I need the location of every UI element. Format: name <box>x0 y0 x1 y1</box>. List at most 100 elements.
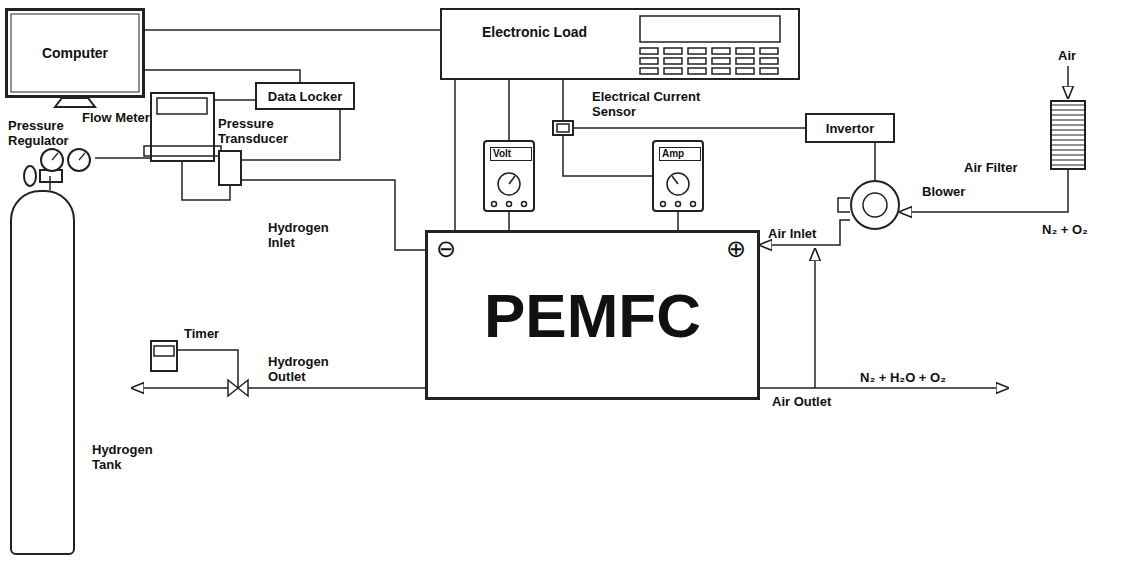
node-label: Amp <box>659 147 701 161</box>
drawing-part <box>154 346 174 356</box>
drawing-part <box>157 98 207 114</box>
drawing-part <box>498 173 520 195</box>
mesh-line <box>1052 135 1084 136</box>
mesh-line <box>1052 155 1084 156</box>
node-label: Pressure Regulator <box>8 118 78 148</box>
drawing-part <box>492 202 497 207</box>
data-logger-box: Data Locker <box>255 82 355 110</box>
invertor-box: Invertor <box>805 113 895 143</box>
mesh-line <box>1052 130 1084 131</box>
pressure-regulator: Pressure Regulator <box>35 148 95 176</box>
drawing-part <box>24 166 36 186</box>
fuel-cell-stack: PEMFC <box>425 230 760 400</box>
text-label: N₂ + H₂O + O₂ <box>860 370 946 385</box>
drawing-part <box>640 16 780 42</box>
drawing-part <box>1067 66 1069 98</box>
mesh-line <box>1052 165 1084 166</box>
drawing-part <box>557 124 569 132</box>
mesh-line <box>1052 115 1084 116</box>
filter-mesh <box>1052 105 1084 165</box>
text-label: Air <box>1058 48 1076 63</box>
mesh-line <box>1052 125 1084 126</box>
drawing-part <box>248 387 425 389</box>
node-label: Air Filter <box>964 160 1044 175</box>
node-label: Electronic Load <box>482 24 587 40</box>
text-label: Hydrogen Inlet <box>268 220 338 250</box>
key <box>736 58 754 64</box>
connector <box>95 157 150 159</box>
mesh-line <box>1052 145 1084 146</box>
key <box>760 58 778 64</box>
connector <box>145 70 300 82</box>
electronic-load: Electronic Load <box>440 8 800 80</box>
text-label: Air Inlet <box>768 226 816 241</box>
drawing-part <box>672 176 678 184</box>
connector <box>242 180 425 250</box>
node-label: Data Locker <box>268 89 342 104</box>
air-filter: Air Filter <box>1050 100 1086 170</box>
blower-fan <box>838 193 887 217</box>
text-label: Hydrogen Outlet <box>268 354 338 384</box>
drawing-part <box>509 176 515 184</box>
drawing-part <box>814 249 816 388</box>
key <box>760 68 778 74</box>
drawing-part <box>667 173 689 195</box>
key <box>640 68 658 74</box>
text-label: Air Outlet <box>772 394 831 409</box>
mesh-line <box>1052 140 1084 141</box>
drawing-part <box>52 153 85 160</box>
drawing-part <box>178 350 238 388</box>
key <box>664 68 682 74</box>
text-label: N₂ + O₂ <box>1042 222 1088 237</box>
mesh-line <box>1052 120 1084 121</box>
key <box>688 68 706 74</box>
drawing-part <box>691 202 696 207</box>
drawing-part <box>144 146 221 156</box>
drawing-part <box>55 98 95 107</box>
node-label: Blower <box>922 184 965 199</box>
node-label: PEMFC <box>484 280 701 351</box>
connector <box>760 220 850 245</box>
drawing-part <box>640 48 778 74</box>
drawing-part <box>838 198 850 212</box>
hydrogen-tank: Hydrogen Tank <box>10 190 75 555</box>
drawing-part <box>661 202 666 207</box>
drawing-part <box>522 202 527 207</box>
mesh-line <box>1052 105 1084 106</box>
drawing-part <box>11 14 139 92</box>
blower-fan: Blower <box>850 180 900 230</box>
flow-meter-parts <box>144 98 221 156</box>
connector <box>454 80 456 230</box>
drawing-part <box>507 202 512 207</box>
text-label: ⊕ <box>726 236 746 262</box>
current-sensor: Electrical Current Sensor <box>552 120 574 136</box>
node-label: Volt <box>490 147 532 161</box>
amp-meter: Amp <box>652 140 704 212</box>
mesh-line <box>1052 150 1084 151</box>
node-label: Hydrogen Tank <box>92 442 162 472</box>
key <box>712 48 730 54</box>
key <box>736 48 754 54</box>
key <box>712 68 730 74</box>
pressure-transducer: Pressure Transducer <box>218 150 242 186</box>
connector <box>49 176 51 190</box>
node-label: Electrical Current Sensor <box>592 89 732 119</box>
node-label: Pressure Transducer <box>218 116 303 146</box>
connector <box>145 29 440 31</box>
key <box>664 58 682 64</box>
text-label: ⊖ <box>436 236 456 262</box>
drawing-part <box>676 202 681 207</box>
flow-meter: Flow Meter <box>150 92 215 162</box>
volt-meter: Volt <box>483 140 535 212</box>
computer-monitor: Computer <box>5 8 145 98</box>
regulator-gauges <box>24 149 90 186</box>
mesh-line <box>1052 110 1084 111</box>
connector <box>574 127 805 129</box>
connector <box>562 80 564 120</box>
drawing-part <box>132 387 228 389</box>
connector <box>508 212 510 230</box>
node-label: Invertor <box>826 121 874 136</box>
key <box>760 48 778 54</box>
timer-device: Timer <box>150 340 178 372</box>
node-label: Computer <box>42 45 108 61</box>
